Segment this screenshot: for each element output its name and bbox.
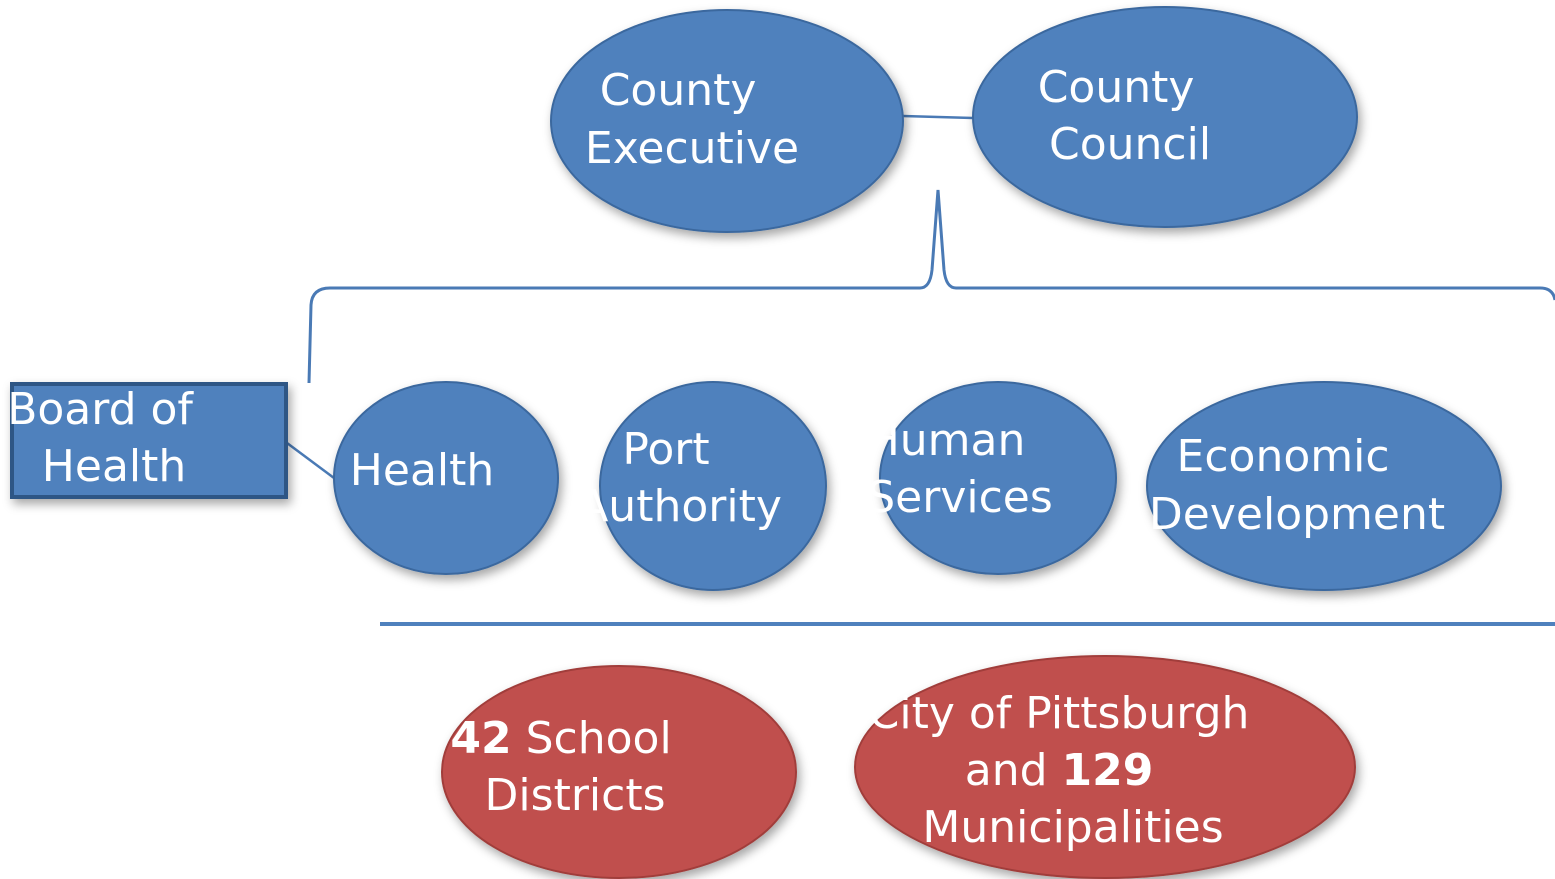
school-districts-number: 42 xyxy=(450,713,511,764)
human-services-node: Human Services xyxy=(0,0,1123,575)
municipalities-number: 129 xyxy=(1062,745,1154,796)
health-node: Health xyxy=(0,0,564,575)
health-label: Health xyxy=(350,445,494,496)
board-health-connector xyxy=(286,441,335,480)
svg-text:Economic Development: Economic Development xyxy=(0,0,1515,540)
svg-text:42 School Districts: 42 School Districts xyxy=(0,0,770,821)
board-of-health-line2: Health xyxy=(42,441,186,492)
pittsburgh-line1: City of Pittsburgh xyxy=(869,688,1250,739)
school-districts-line1: 42 School xyxy=(450,713,671,764)
svg-text:County Council: County Council xyxy=(0,0,1292,170)
county-council-line2: Council xyxy=(1049,119,1211,170)
county-executive-line2: Executive xyxy=(585,123,799,174)
economic-development-line2: Development xyxy=(1149,489,1445,540)
svg-text:Board of Health: Board of Health xyxy=(0,0,291,492)
county-executive-node: County Executive xyxy=(0,0,904,233)
human-services-line1: Human xyxy=(867,415,1026,466)
school-districts-line1-rest: School xyxy=(512,713,672,764)
hierarchy-brace xyxy=(307,189,1555,384)
county-council-line1: County xyxy=(1038,62,1195,113)
svg-text:Health: Health xyxy=(0,0,564,496)
school-districts-line2: Districts xyxy=(485,770,666,821)
pittsburgh-line3: Municipalities xyxy=(922,802,1223,853)
executive-council-connector xyxy=(902,114,974,120)
county-council-node: County Council xyxy=(0,0,1358,228)
pittsburgh-line2-pre: and xyxy=(965,745,1062,796)
economic-development-line1: Economic xyxy=(1177,431,1390,482)
svg-text:County Executive: County Executive xyxy=(0,0,869,174)
svg-text:City of Pittsburgh and 1: City of Pittsburgh and 129 Municipalitie… xyxy=(0,0,1347,853)
pittsburgh-line2: and 129 xyxy=(965,745,1154,796)
board-of-health-node: Board of Health xyxy=(0,0,291,499)
svg-text:Port Authority: Port Authority xyxy=(0,0,852,532)
port-authority-line1: Port xyxy=(622,424,709,475)
port-authority-node: Port Authority xyxy=(0,0,852,591)
economic-development-node: Economic Development xyxy=(0,0,1515,591)
svg-text:Human Services: Human Services xyxy=(0,0,1123,523)
pittsburgh-municipalities-node: City of Pittsburgh and 129 Municipalitie… xyxy=(0,0,1356,879)
county-executive-line1: County xyxy=(600,65,757,116)
school-districts-node: 42 School Districts xyxy=(0,0,797,879)
board-of-health-line1: Board of xyxy=(7,384,194,435)
port-authority-line2: Authority xyxy=(578,481,782,532)
human-services-line2: Services xyxy=(867,472,1053,523)
